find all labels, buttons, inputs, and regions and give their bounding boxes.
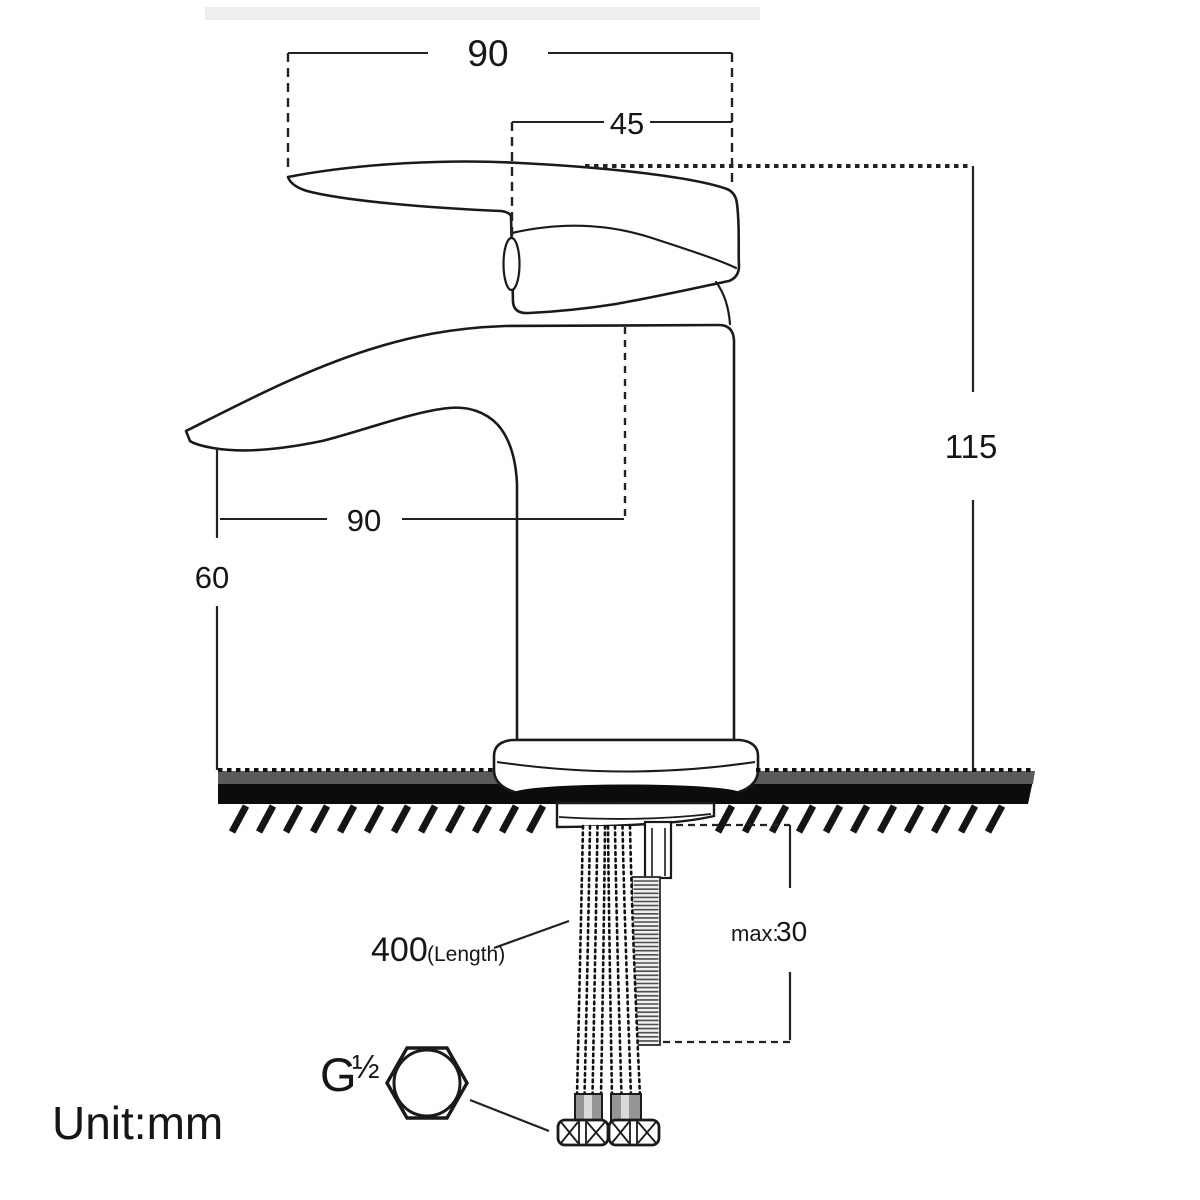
counter-hatching — [228, 804, 1006, 834]
flange-shadow — [514, 784, 740, 802]
max-depth-value: 30 — [776, 916, 807, 947]
lever-handle — [286, 160, 741, 315]
hose-length-note: (Length) — [427, 943, 505, 966]
pivot-oval — [502, 236, 521, 292]
dim-total-height — [585, 164, 975, 770]
lever-body-joint-line — [510, 224, 738, 270]
dim-max-depth — [663, 823, 792, 1044]
dim-total-height-label: 115 — [945, 428, 998, 465]
dim-spout-reach — [220, 327, 627, 520]
thread-hex-symbol — [385, 1046, 469, 1120]
dome-base-transition — [714, 280, 732, 326]
unit-note: Unit:mm — [52, 1097, 223, 1149]
flange-rim-line — [496, 761, 756, 773]
thread-letter-label: G — [320, 1048, 357, 1101]
hose-braid-dots — [575, 824, 642, 1098]
labels: 90 45 115 90 60 400 (Length) max: 30 G ½… — [52, 33, 997, 1149]
dim-spout-reach-label: 90 — [347, 503, 381, 538]
left-hose-band — [577, 826, 605, 1096]
under-counter-parts — [555, 801, 716, 1147]
hose-length-label: 400 — [371, 931, 428, 969]
dim-handle-projection-label: 45 — [610, 106, 644, 141]
faucet-outline — [184, 160, 741, 742]
hose-nuts — [556, 1118, 661, 1147]
right-ferrule-highlight — [621, 1095, 629, 1123]
hexagon-icon — [385, 1046, 469, 1120]
hex-shank — [643, 820, 673, 880]
hexagon-inner-circle — [392, 1048, 462, 1118]
thread-fraction-label: ½ — [352, 1048, 380, 1085]
max-depth-prefix: max: — [731, 921, 779, 946]
dimension-lines — [215, 52, 975, 1133]
faucet-spout-body — [184, 323, 736, 742]
scan-artifact-band — [205, 7, 760, 20]
base-flange — [492, 738, 760, 802]
mounting-washer — [555, 801, 716, 829]
dim-handle-projection — [510, 121, 732, 238]
dim-spout-height-label: 60 — [195, 560, 229, 595]
left-ferrule-highlight — [584, 1095, 592, 1123]
right-nut — [607, 1118, 661, 1147]
mounting-washer-inner-line — [558, 813, 712, 820]
left-nut — [556, 1118, 610, 1147]
dim-top-width-label: 90 — [467, 33, 508, 74]
supply-hoses — [575, 824, 642, 1098]
thread-size-leader — [469, 1098, 550, 1133]
hose-length-leader — [493, 919, 570, 950]
